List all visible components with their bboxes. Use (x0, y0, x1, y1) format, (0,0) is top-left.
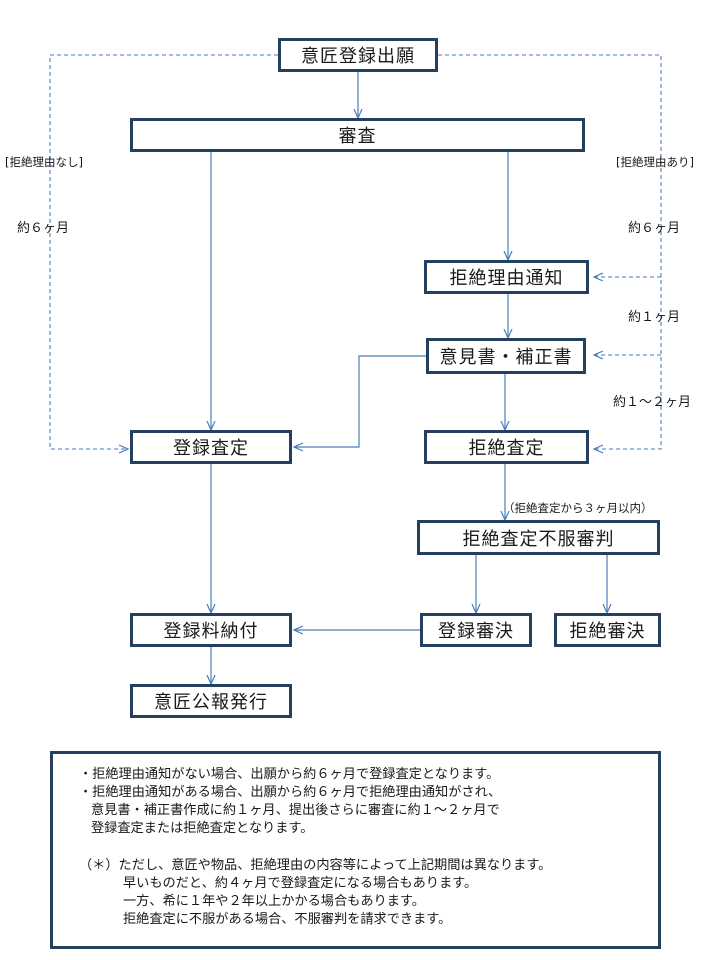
box-opinion-amendment: 意見書・補正書 (426, 338, 586, 374)
note-line-7: 一方、希に１年や２年以上かかる場合もあります。 (123, 894, 425, 909)
dashed-has-reason-path (438, 54, 662, 449)
box-refusal-appeal-decision: 拒絶審決 (554, 613, 661, 647)
label-approx-1-month: 約１ヶ月 (628, 310, 681, 325)
notes-box: ・拒絶理由通知がない場合、出願から約６ヶ月で登録査定となります。 ・拒絶理由通知… (50, 751, 661, 949)
label-approx-6-months-right: 約６ヶ月 (628, 221, 681, 236)
dashed-no-reason-path (49, 54, 278, 449)
box-design-gazette: 意匠公報発行 (130, 684, 292, 718)
box-design-application: 意匠登録出願 (278, 38, 438, 72)
label-appeal-window: （拒絶査定から３ヶ月以内） (503, 501, 653, 515)
label-approx-6-months-left: 約６ヶ月 (17, 221, 70, 236)
box-registration-decision: 登録査定 (130, 430, 292, 464)
note-line-6: 早いものだと、約４ヶ月で登録査定になる場合もあります。 (123, 876, 478, 891)
note-line-3: 意見書・補正書作成に約１ヶ月、提出後さらに審査に約１～２ヶ月で (91, 803, 500, 818)
box-registration-appeal-decision: 登録審決 (420, 613, 532, 647)
note-line-4: 登録査定または拒絶査定となります。 (91, 821, 314, 836)
note-line-2: ・拒絶理由通知がある場合、出願から約６ヶ月で拒絶理由通知がされ、 (79, 785, 502, 800)
arrow-opinion-to-registration (294, 355, 426, 447)
note-line-5: （＊）ただし、意匠や物品、拒絶理由の内容等によって上記期間は異なります。 (79, 858, 552, 873)
label-has-reason: [拒絶理由あり] (616, 155, 694, 169)
box-registration-fee: 登録料納付 (130, 613, 292, 647)
box-appeal-against-refusal: 拒絶査定不服審判 (417, 520, 660, 555)
label-approx-1-2-months: 約１～２ヶ月 (613, 395, 692, 410)
label-no-reason: [拒絶理由なし] (5, 155, 83, 169)
note-line-1: ・拒絶理由通知がない場合、出願から約６ヶ月で登録査定となります。 (79, 767, 500, 782)
box-examination: 審査 (130, 118, 585, 152)
note-line-8: 拒絶査定に不服がある場合、不服審判を請求できます。 (123, 912, 452, 927)
box-refusal-notice: 拒絶理由通知 (424, 260, 589, 294)
box-refusal-decision: 拒絶査定 (424, 430, 589, 464)
